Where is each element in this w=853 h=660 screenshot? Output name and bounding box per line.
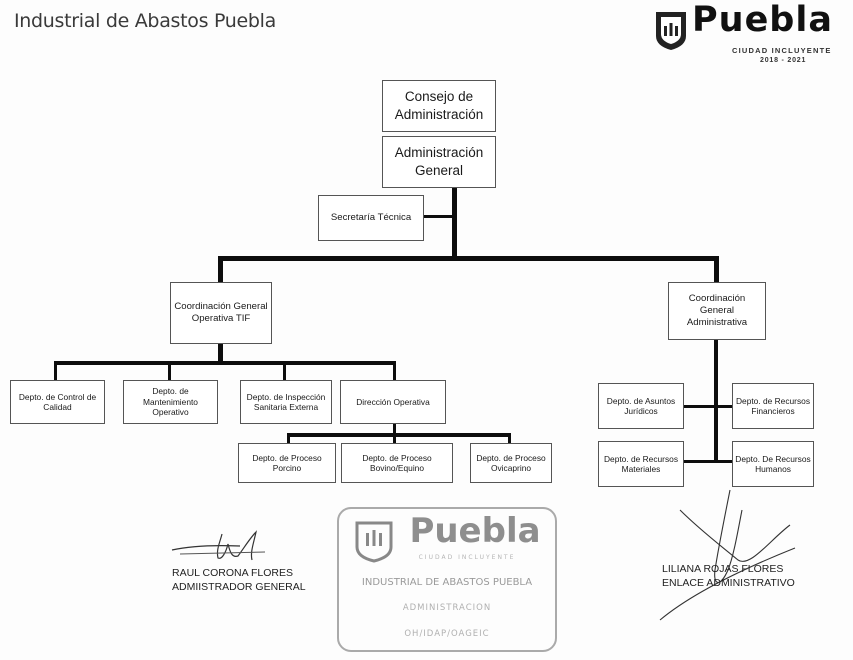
connector-line [714, 256, 719, 284]
logo-years: 2018 - 2021 [760, 57, 807, 64]
connector-line [508, 433, 511, 446]
left-signature-scribble [171, 530, 266, 561]
box-asuntos-juridicos: Depto. de Asuntos Jurídicos [598, 383, 684, 429]
box-recursos-financieros: Depto. de Recursos Financieros [732, 383, 814, 429]
right-signature-scribble [659, 489, 796, 621]
connector-line [168, 361, 171, 381]
connector-line [393, 361, 396, 381]
box-administracion-general: Administración General [382, 136, 496, 188]
stamp-line-3: OH/IDAP/OAGEIC [404, 629, 490, 639]
box-consejo-administracion: Consejo de Administración [382, 80, 496, 132]
connector-line [287, 433, 290, 446]
box-direccion-operativa: Dirección Operativa [340, 380, 446, 424]
puebla-shield-icon [656, 12, 686, 50]
box-secretaria-tecnica: Secretaría Técnica [318, 195, 424, 241]
connector-line [684, 405, 732, 408]
right-signer-name: LILIANA ROJAS FLORES [662, 563, 784, 575]
left-signer: RAUL CORONA FLORES ADMIISTRADOR GENERAL [172, 567, 306, 594]
connector-line [218, 343, 223, 363]
left-signer-name: RAUL CORONA FLORES [172, 567, 293, 579]
right-signer-title: ENLACE ADMINISTRATIVO [662, 576, 795, 589]
box-coordinacion-administrativa: Coordinación General Administrativa [668, 282, 766, 340]
connector-line [684, 460, 732, 463]
box-coordinacion-operativa-tif: Coordinación General Operativa TIF [170, 282, 272, 344]
stamp-tagline: CIUDAD INCLUYENTE [418, 554, 516, 561]
stamp-brand: Puebla [409, 511, 541, 551]
connector-line [393, 433, 396, 446]
box-proceso-bovino-equino: Depto. de Proceso Bovino/Equino [341, 443, 453, 483]
connector-line [218, 256, 223, 284]
connector-line [287, 433, 511, 437]
connector-line [452, 186, 457, 259]
official-stamp: Puebla CIUDAD INCLUYENTE INDUSTRIAL DE A… [337, 507, 557, 652]
connector-line [283, 361, 286, 381]
connector-line [218, 256, 718, 261]
logo-brand: Puebla [692, 0, 833, 40]
connector-line [714, 338, 718, 462]
stamp-line-1: INDUSTRIAL DE ABASTOS PUEBLA [361, 577, 533, 588]
stamp-line-2: ADMINISTRACION [402, 603, 492, 613]
box-mantenimiento-operativo: Depto. de Mantenimiento Operativo [123, 380, 218, 424]
connector-line [424, 215, 454, 218]
document-title: Industrial de Abastos Puebla [14, 10, 276, 32]
box-recursos-materiales: Depto. de Recursos Materiales [598, 441, 684, 487]
connector-line [54, 361, 396, 365]
logo-tagline: CIUDAD INCLUYENTE [732, 46, 832, 55]
box-proceso-ovicaprino: Depto. de Proceso Ovicaprino [470, 443, 552, 483]
left-signer-title: ADMIISTRADOR GENERAL [172, 580, 306, 593]
box-recursos-humanos: Depto. De Recursos Humanos [732, 441, 814, 487]
connector-line [54, 361, 57, 381]
box-control-calidad: Depto. de Control de Calidad [10, 380, 105, 424]
right-signer: LILIANA ROJAS FLORES ENLACE ADMINISTRATI… [662, 563, 795, 590]
puebla-logo: Puebla CIUDAD INCLUYENTE 2018 - 2021 [650, 0, 845, 74]
connector-line [393, 423, 396, 436]
stamp-shield-icon [355, 521, 393, 563]
box-proceso-porcino: Depto. de Proceso Porcino [238, 443, 336, 483]
box-inspeccion-sanitaria: Depto. de Inspección Sanitaria Externa [240, 380, 332, 424]
